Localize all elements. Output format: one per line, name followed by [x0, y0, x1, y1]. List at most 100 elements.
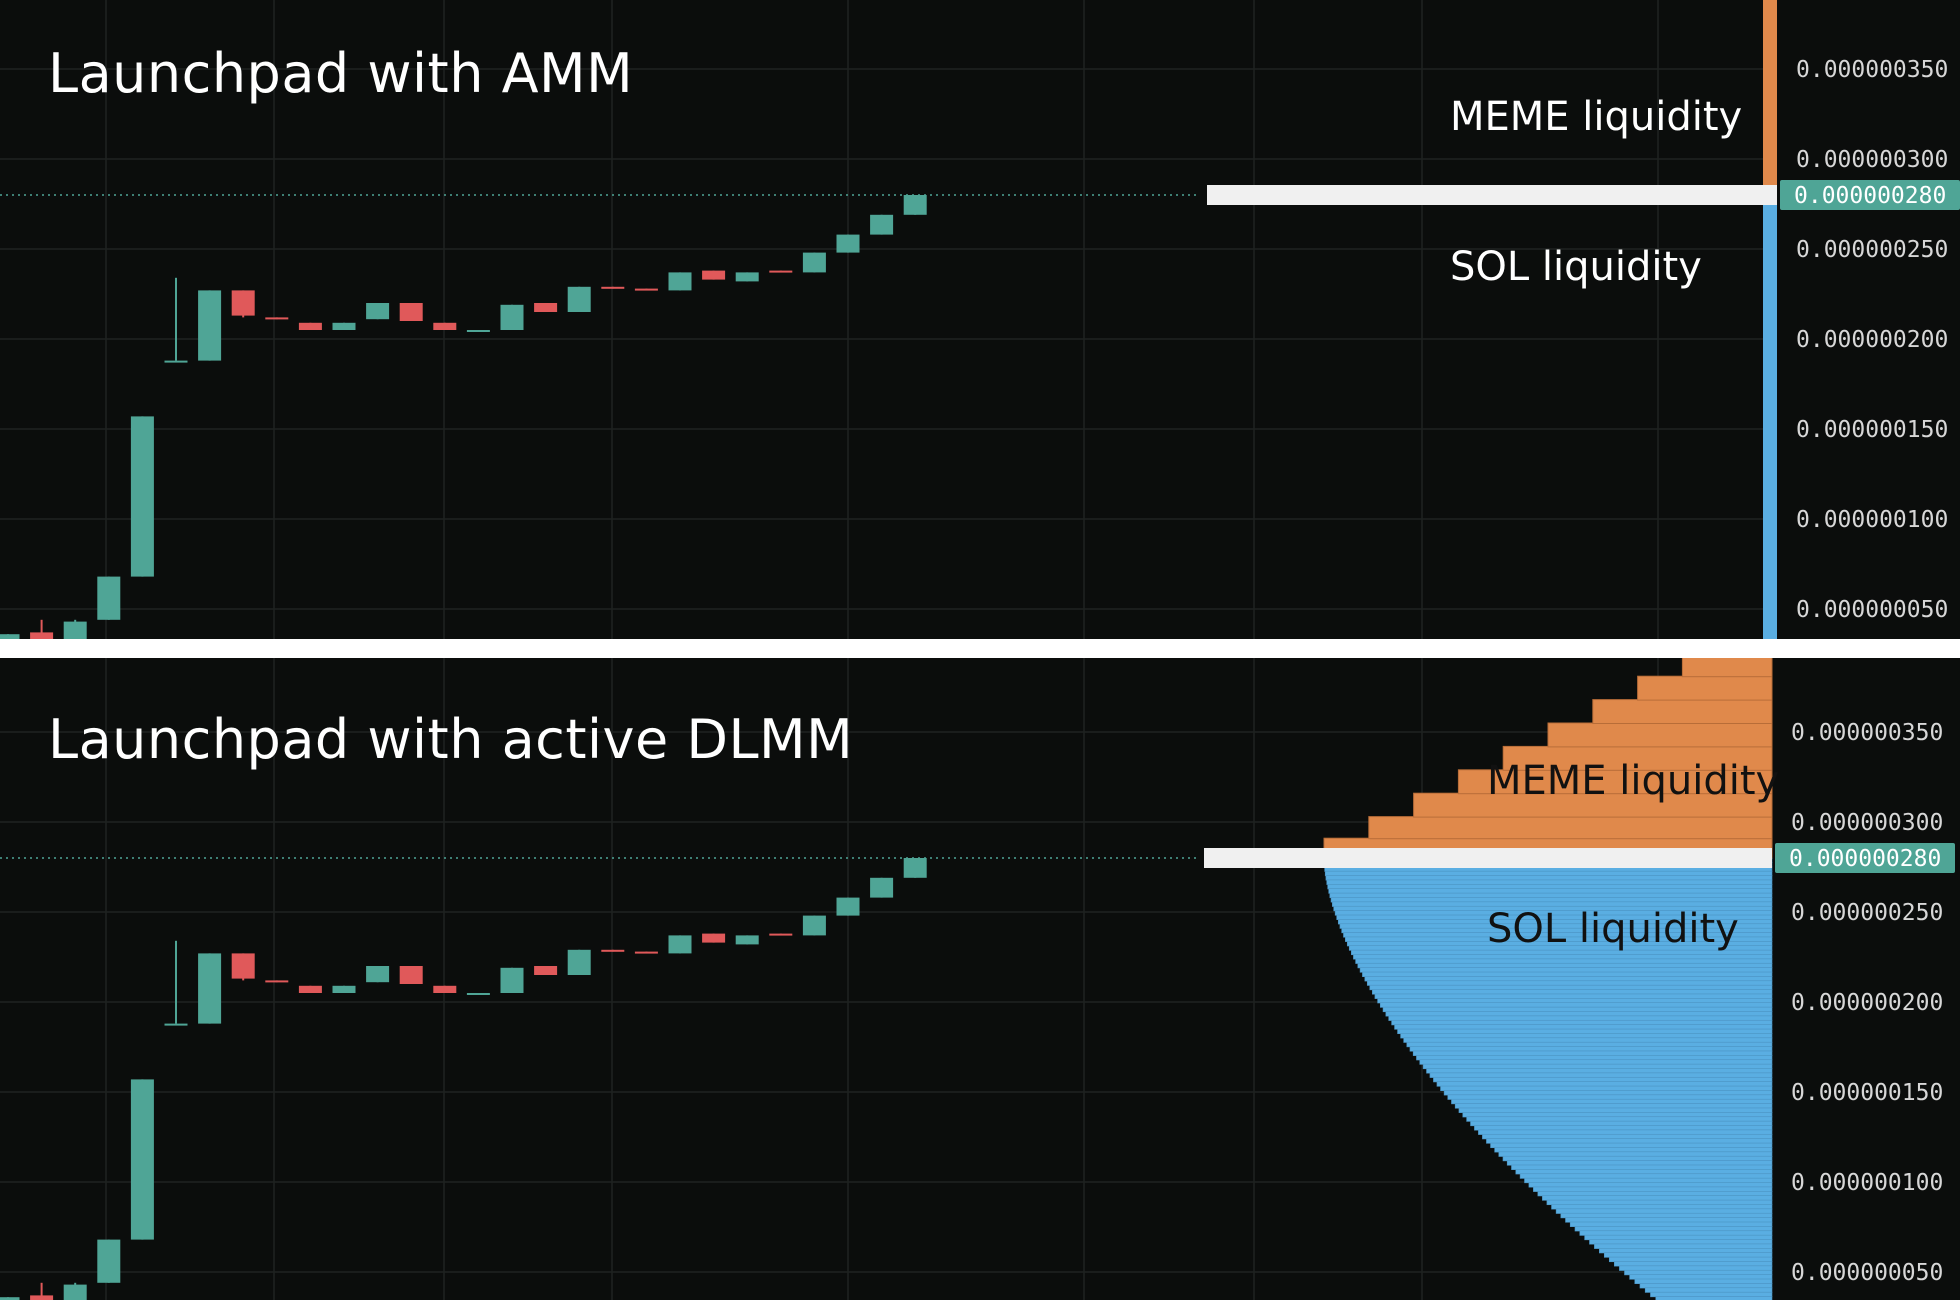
- candle: [366, 303, 390, 320]
- candle-body: [198, 290, 222, 361]
- sol-liquidity-bin: [1433, 1076, 1773, 1083]
- sol-liquidity-bin: [1511, 1164, 1773, 1170]
- candle: [601, 949, 625, 952]
- sol-liquidity-bin: [1426, 1068, 1773, 1074]
- sol-liquidity-bin: [1551, 1204, 1773, 1210]
- sol-liquidity-bin: [1412, 1050, 1773, 1056]
- sol-liquidity-bin: [1533, 1186, 1773, 1192]
- candle: [836, 897, 860, 916]
- candle: [567, 949, 591, 975]
- candle: [802, 252, 826, 273]
- sol-liquidity-bin: [1466, 1116, 1773, 1122]
- sol-liquidity-bin: [1528, 1182, 1773, 1188]
- candle-body: [903, 195, 927, 215]
- candle: [298, 985, 322, 993]
- candle-body: [769, 270, 793, 273]
- sol-liquidity-bin: [1639, 1283, 1773, 1289]
- candle: [433, 322, 457, 330]
- candle-body: [802, 252, 826, 273]
- candle: [769, 270, 793, 273]
- sol-liquidity-bin: [1490, 1142, 1773, 1149]
- candle-body: [298, 322, 322, 330]
- candle: [836, 234, 860, 253]
- sol-liquidity-bin: [1470, 1120, 1773, 1127]
- candle: [634, 288, 658, 291]
- sol-liquidity-bin: [1329, 892, 1773, 899]
- sol-liquidity-bin: [1377, 998, 1773, 1004]
- candle: [500, 967, 524, 993]
- sol-liquidity-bin: [1458, 1107, 1773, 1113]
- candle: [903, 195, 927, 215]
- candle: [433, 985, 457, 993]
- current-price-badge-label: 0.000000280: [1789, 846, 1941, 872]
- y-tick-label: 0.000000100: [1796, 507, 1948, 533]
- candle-body: [870, 877, 894, 898]
- sol-liquidity-bin: [1429, 1072, 1773, 1078]
- candle: [63, 1282, 87, 1300]
- candle: [466, 330, 490, 332]
- candle-body: [735, 272, 759, 282]
- candle-body: [164, 1023, 188, 1026]
- y-tick-label: 0.000000300: [1791, 810, 1943, 836]
- sol-liquidity-bin: [1436, 1081, 1773, 1087]
- candle-body: [399, 303, 423, 321]
- chart-background: [0, 0, 1960, 639]
- sol-liquidity-bins: [1323, 857, 1773, 1300]
- candle-body: [130, 416, 154, 577]
- candle: [130, 1079, 154, 1240]
- sol-liquidity-bin: [1451, 1098, 1773, 1105]
- sol-liquidity-bin: [1619, 1265, 1773, 1271]
- sol-liquidity-bin: [1325, 875, 1773, 881]
- candle: [97, 576, 121, 620]
- candle: [735, 272, 759, 282]
- meme-liquidity-bins: [1323, 658, 1773, 859]
- sol-liquidity-bin: [1327, 884, 1773, 890]
- candle: [332, 322, 356, 330]
- candle: [668, 935, 692, 954]
- candle-body: [231, 290, 255, 316]
- sol-liquidity-bin: [1589, 1239, 1773, 1245]
- candle: [97, 1239, 121, 1283]
- y-tick-label: 0.000000250: [1796, 237, 1948, 263]
- sol-liquidity-bin: [1542, 1195, 1773, 1201]
- grid-lines: [0, 0, 1764, 639]
- sol-liquidity-bin: [1546, 1199, 1773, 1206]
- sol-liquidity-bin: [1382, 1006, 1773, 1013]
- sol-liquidity-bin: [1644, 1287, 1773, 1293]
- y-tick-label: 0.000000150: [1796, 417, 1948, 443]
- candle: [30, 1282, 54, 1300]
- sol-liquidity-bin: [1608, 1256, 1773, 1263]
- sol-liquidity-bin: [1397, 1028, 1773, 1035]
- sol-liquidity-bin: [1419, 1059, 1773, 1065]
- candle: [231, 290, 255, 318]
- y-axis: 0.0000003500.0000003000.0000002500.00000…: [1796, 57, 1948, 623]
- sol-liquidity-bin: [1655, 1296, 1773, 1300]
- y-tick-label: 0.000000050: [1791, 1260, 1943, 1286]
- candle-body: [0, 634, 20, 639]
- sol-liquidity-bin: [1388, 1015, 1773, 1021]
- y-tick-label: 0.000000100: [1791, 1170, 1943, 1196]
- candle-body: [130, 1079, 154, 1240]
- candle: [634, 951, 658, 954]
- candle: [601, 286, 625, 289]
- candle: [332, 985, 356, 993]
- sol-liquidity-bin: [1326, 879, 1773, 885]
- sol-liquidity-bin: [1462, 1112, 1773, 1118]
- candle-body: [702, 933, 726, 943]
- sol-liquidity-bin: [1478, 1129, 1773, 1135]
- candle-body: [366, 966, 390, 983]
- sol-liquidity-bin: [1385, 1011, 1773, 1017]
- y-tick-label: 0.000000350: [1796, 57, 1948, 83]
- sol-liquidity-bin: [1506, 1160, 1773, 1166]
- amm-chart-svg: 0.0000003500.0000003000.0000002500.00000…: [0, 0, 1960, 639]
- candle: [399, 303, 423, 321]
- candle-body: [63, 621, 87, 639]
- sol-liquidity-bin: [1409, 1046, 1773, 1052]
- candle-body: [702, 270, 726, 280]
- sol-liquidity-bin: [1447, 1094, 1773, 1100]
- candle: [466, 993, 490, 995]
- candle: [265, 317, 289, 320]
- candle-body: [836, 234, 860, 253]
- sol-liquidity-bin: [1519, 1173, 1773, 1179]
- candle: [231, 953, 255, 981]
